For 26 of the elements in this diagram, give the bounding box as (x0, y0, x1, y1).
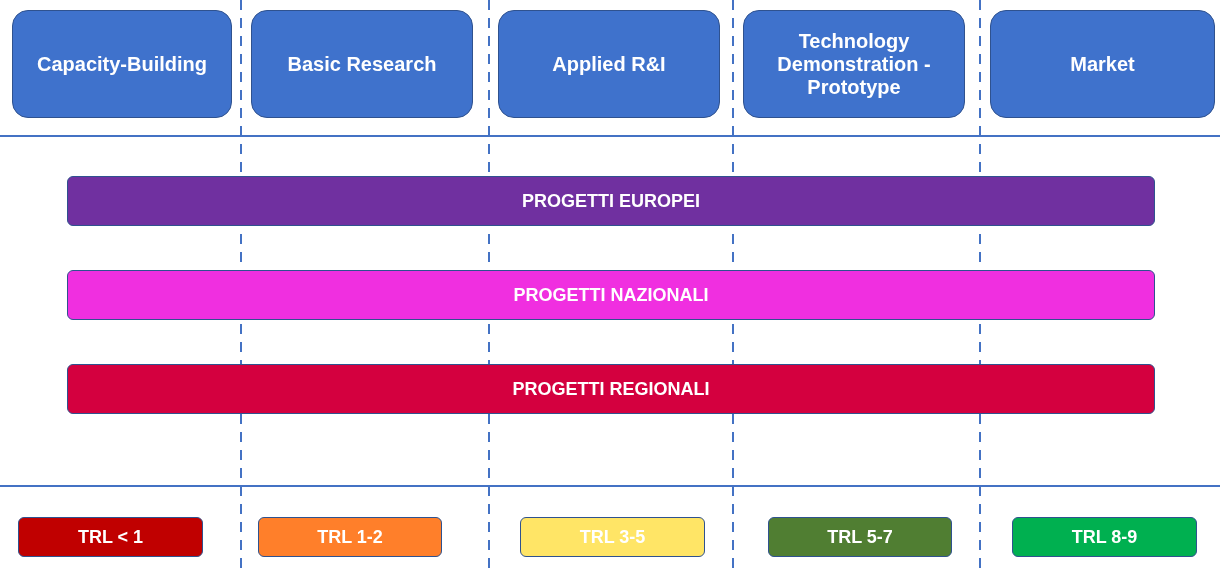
box-label: TRL 1-2 (317, 526, 383, 548)
stage-box (251, 10, 473, 118)
box-label: Technology Demonstration - Prototype (776, 29, 932, 99)
box-label: TRL < 1 (77, 526, 144, 548)
trl-badge (18, 517, 203, 557)
box-label: PROGETTI NAZIONALI (513, 284, 709, 306)
stage-box (990, 10, 1215, 118)
trl-badge (1012, 517, 1197, 557)
box-label: TRL 8-9 (1071, 526, 1138, 548)
box-label: Applied R&I (552, 52, 666, 76)
trl-badge (768, 517, 952, 557)
box-label: PROGETTI REGIONALI (512, 378, 710, 400)
box-label: PROGETTI EUROPEI (522, 190, 700, 212)
trl-badge (520, 517, 705, 557)
box-label: TRL 3-5 (579, 526, 646, 548)
box-label: Market (1070, 52, 1135, 76)
trl-badge (258, 517, 442, 557)
funding-bar (67, 270, 1155, 320)
stage-box (498, 10, 720, 118)
stage-box (12, 10, 232, 118)
box-label: Capacity-Building (37, 52, 207, 76)
funding-bar (67, 176, 1155, 226)
stage-box (743, 10, 965, 118)
box-label: TRL 5-7 (827, 526, 893, 548)
funding-bar (67, 364, 1155, 414)
box-label: Basic Research (287, 52, 437, 76)
